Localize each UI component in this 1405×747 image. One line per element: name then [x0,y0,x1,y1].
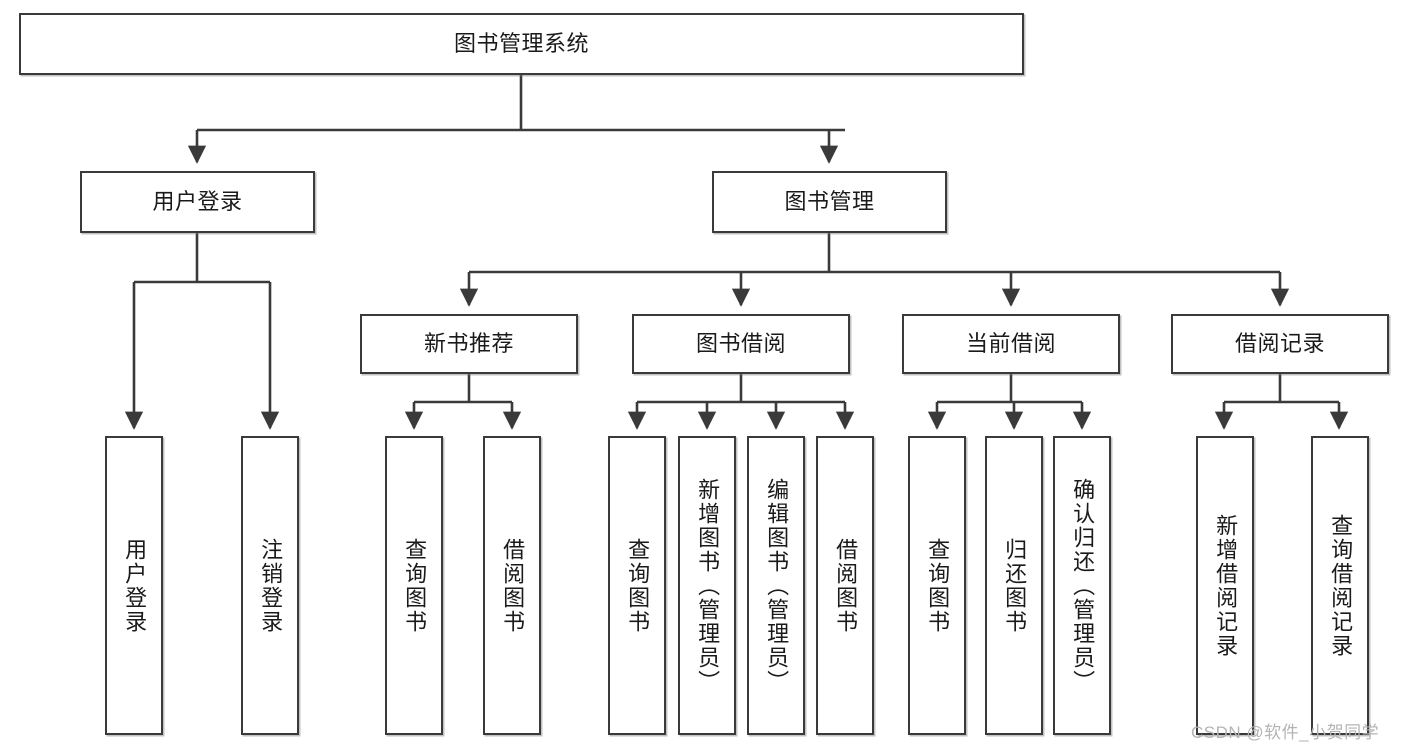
node-book-borrow-label: 图书借阅 [695,331,786,357]
leaf-add-record-label: 新增借阅记录 [1213,513,1239,658]
leaf-confirm-return[interactable]: 确认归还（管理员） [1053,436,1111,735]
node-current-borrow-label: 当前借阅 [965,331,1056,357]
leaf-edit-book-label: 编辑图书（管理员） [764,477,790,694]
leaf-edit-book[interactable]: 编辑图书（管理员） [747,436,805,735]
node-borrow-record-label: 借阅记录 [1234,331,1325,357]
leaf-borrow-book-1-label: 借阅图书 [500,537,526,634]
leaf-logout-login-label: 注销登录 [258,537,284,634]
node-new-book-rec-label: 新书推荐 [423,331,514,357]
leaf-user-login[interactable]: 用户登录 [105,436,163,735]
node-book-borrow[interactable]: 图书借阅 [632,314,850,374]
node-root[interactable]: 图书管理系统 [19,13,1024,75]
node-book-manage[interactable]: 图书管理 [712,171,947,233]
leaf-borrow-book-1[interactable]: 借阅图书 [483,436,541,735]
leaf-borrow-book-2[interactable]: 借阅图书 [816,436,874,735]
node-root-label: 图书管理系统 [453,31,589,57]
node-user-login[interactable]: 用户登录 [80,171,315,233]
node-borrow-record[interactable]: 借阅记录 [1171,314,1389,374]
node-new-book-rec[interactable]: 新书推荐 [360,314,578,374]
node-book-manage-label: 图书管理 [784,189,875,215]
leaf-query-record[interactable]: 查询借阅记录 [1311,436,1369,735]
leaf-confirm-return-label: 确认归还（管理员） [1070,477,1096,694]
leaf-borrow-book-2-label: 借阅图书 [833,537,859,634]
leaf-logout-login[interactable]: 注销登录 [241,436,299,735]
node-user-login-label: 用户登录 [152,189,243,215]
leaf-query-book-1-label: 查询图书 [402,537,428,634]
node-current-borrow[interactable]: 当前借阅 [902,314,1120,374]
leaf-add-book-label: 新增图书（管理员） [695,477,721,694]
leaf-query-book-2[interactable]: 查询图书 [608,436,666,735]
leaf-query-record-label: 查询借阅记录 [1328,513,1354,658]
leaf-query-book-3[interactable]: 查询图书 [908,436,966,735]
leaf-query-book-2-label: 查询图书 [625,537,651,634]
leaf-add-record[interactable]: 新增借阅记录 [1196,436,1254,735]
leaf-query-book-1[interactable]: 查询图书 [385,436,443,735]
leaf-query-book-3-label: 查询图书 [925,537,951,634]
leaf-return-book[interactable]: 归还图书 [985,436,1043,735]
leaf-add-book[interactable]: 新增图书（管理员） [678,436,736,735]
leaf-user-login-label: 用户登录 [122,537,148,634]
leaf-return-book-label: 归还图书 [1002,537,1028,634]
